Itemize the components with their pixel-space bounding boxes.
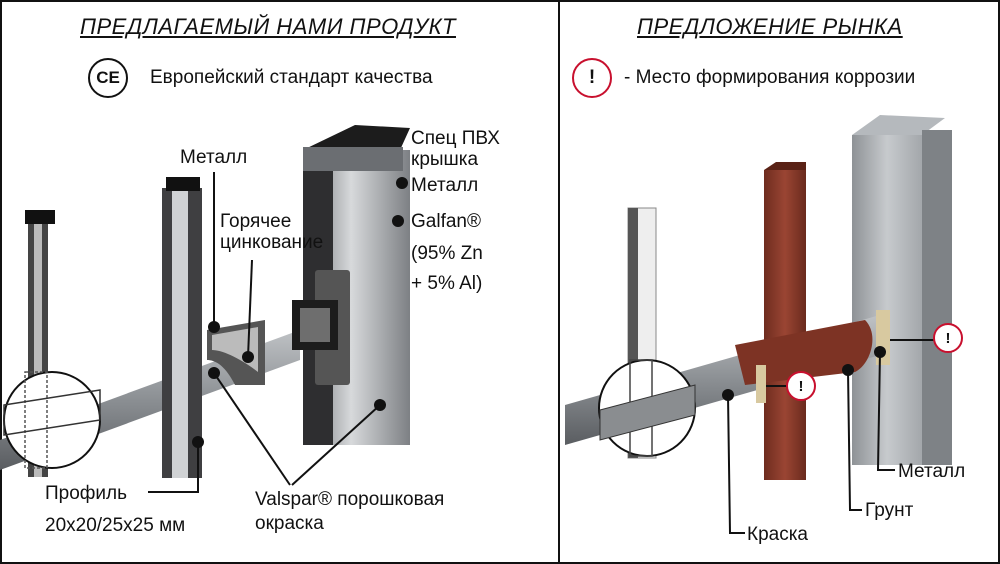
label-profile-1: Профиль <box>45 483 128 504</box>
right-title: ПРЕДЛОЖЕНИЕ РЫНКА <box>637 14 903 39</box>
label-valspar-1: Valspar® порошковая <box>255 489 445 510</box>
label-pvc-2: крышка <box>411 149 479 170</box>
warning-marker-weld-left: ! <box>786 371 816 401</box>
ce-caption: Европейский стандарт качества <box>150 67 433 88</box>
label-paint: Краска <box>747 524 808 545</box>
ce-mark-icon: CE <box>88 58 128 98</box>
label-galfan-2: (95% Zn <box>411 243 483 264</box>
label-valspar-2: окраска <box>255 513 324 534</box>
right-joint <box>735 320 873 385</box>
label-galfan-3: + 5% Al) <box>411 273 483 294</box>
warning-caption: - Место формирования коррозии <box>624 67 916 88</box>
label-hot-galv-1: Горячее <box>220 211 292 232</box>
right-concrete-post <box>852 135 922 465</box>
label-pvc-1: Спец ПВХ <box>411 128 500 149</box>
left-illustration <box>0 125 410 493</box>
right-illustration <box>565 115 952 534</box>
label-metal-top: Металл <box>180 147 248 168</box>
label-hot-galv-2: цинкование <box>220 232 324 253</box>
warning-icon: ! <box>572 58 612 98</box>
left-post-cap-1 <box>25 210 55 224</box>
weld-left <box>756 365 766 403</box>
label-primer: Грунт <box>865 500 914 521</box>
left-post-cap-2 <box>166 177 200 191</box>
right-post-brown <box>764 170 806 480</box>
left-magnifier <box>3 371 101 469</box>
label-metal: Металл <box>898 461 966 482</box>
warning-marker-weld-right: ! <box>933 323 963 353</box>
left-title: ПРЕДЛАГАЕМЫЙ НАМИ ПРОДУКТ <box>80 14 456 39</box>
label-galfan-1: Galfan® <box>411 211 481 232</box>
label-metal-right: Металл <box>411 175 479 196</box>
label-profile-2: 20x20/25x25 мм <box>45 515 186 536</box>
